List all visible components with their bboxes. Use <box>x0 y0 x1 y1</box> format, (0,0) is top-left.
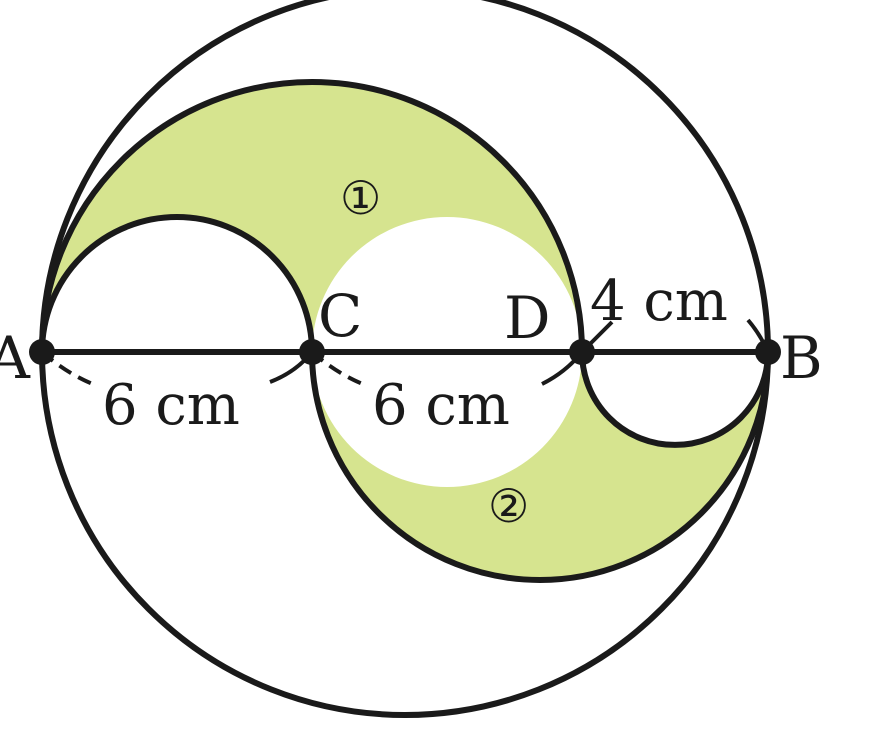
point-d <box>569 339 595 365</box>
dim-label-cd: 6 cm <box>372 373 510 438</box>
semicircle-cb <box>309 351 771 583</box>
dim-label-ac: 6 cm <box>102 373 240 438</box>
label-a: A <box>0 324 31 392</box>
label-b: B <box>780 324 823 392</box>
shaded-region-1 <box>42 82 582 352</box>
label-d: D <box>504 284 551 352</box>
dim-label-db: 4 cm <box>590 269 728 334</box>
point-c <box>299 339 325 365</box>
label-c: C <box>318 282 362 350</box>
shaded-region-2 <box>312 352 768 580</box>
region-1-marker: ① <box>340 171 381 225</box>
region-2-marker: ② <box>488 479 529 533</box>
point-a <box>29 339 55 365</box>
semicircle-ac <box>39 214 315 353</box>
point-b <box>755 339 781 365</box>
semicircle-db <box>579 351 771 448</box>
semicircle-ad <box>39 79 585 353</box>
